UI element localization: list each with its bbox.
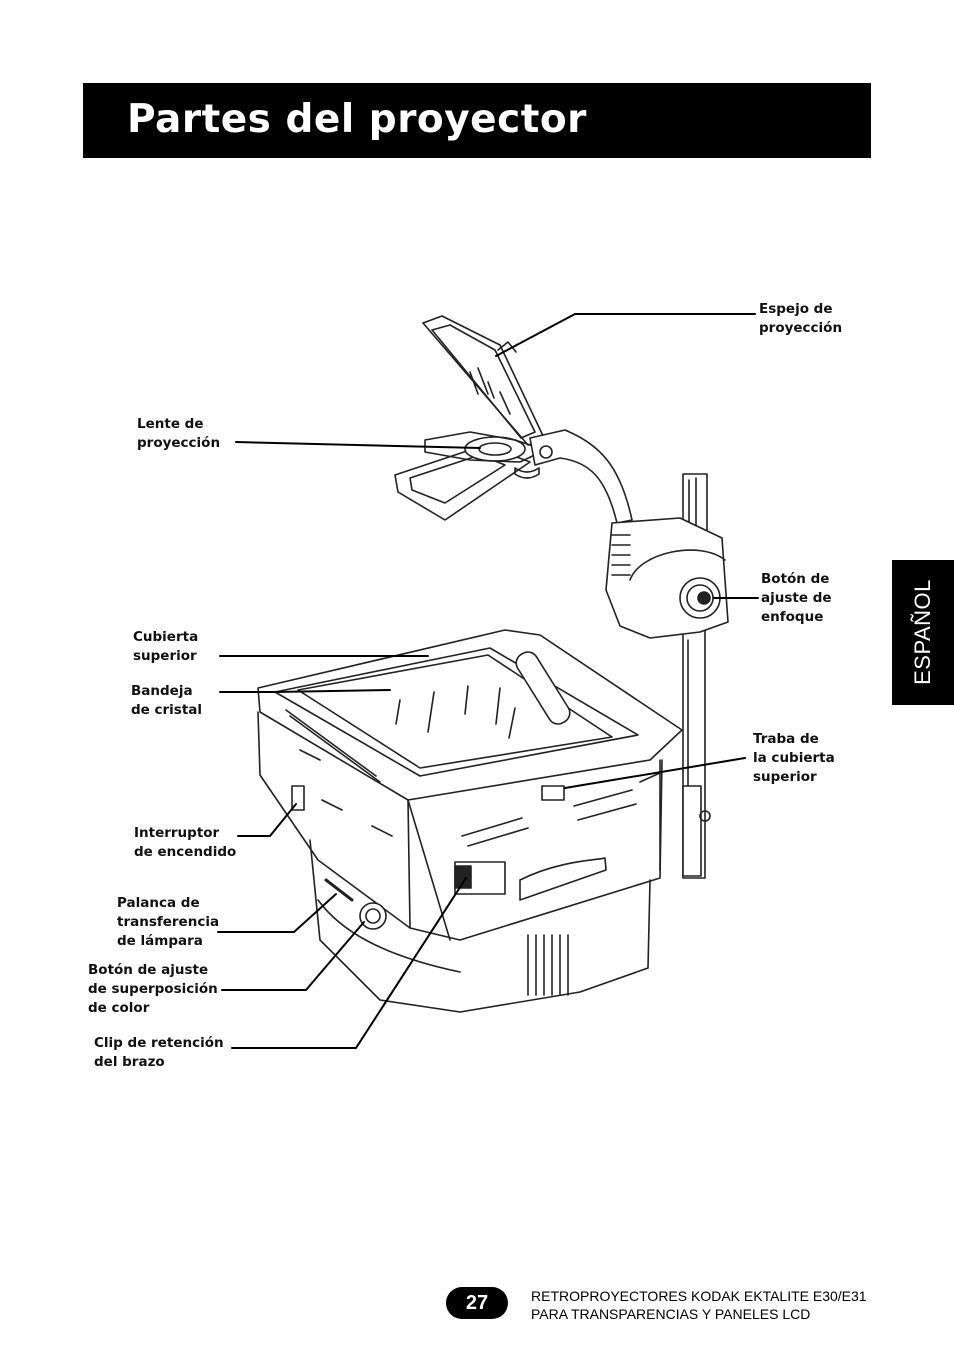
- label-projection-mirror: Espejo de proyección: [759, 301, 843, 336]
- focus-housing: [605, 517, 729, 639]
- language-tab: ESPAÑOL: [892, 560, 954, 705]
- label-focus-knob: Botón de ajuste de enfoque: [761, 571, 832, 625]
- title-bar: Partes del proyector: [83, 83, 871, 158]
- label-lamp-lever: Palanca de transferencia de lámpara: [117, 895, 220, 949]
- label-power-switch: Interruptor de encendido: [134, 825, 237, 860]
- footer-line-1: RETROPROYECTORES KODAK EKTALITE E30/E31: [531, 1288, 867, 1304]
- label-cover-latch: Traba de la cubierta superior: [753, 731, 835, 785]
- page-title: Partes del proyector: [127, 97, 587, 142]
- projector-body: [257, 629, 711, 1013]
- footer-text: RETROPROYECTORES KODAK EKTALITE E30/E31 …: [531, 1287, 867, 1323]
- projection-mirror-head: [394, 315, 633, 524]
- label-color-knob: Botón de ajuste de superposición de colo…: [88, 962, 218, 1016]
- footer-line-2: PARA TRANSPARENCIAS Y PANELES LCD: [531, 1306, 811, 1322]
- leader-lines: [217, 313, 759, 1049]
- label-top-cover: Cubierta superior: [133, 629, 199, 664]
- label-arm-clip: Clip de retención del brazo: [94, 1035, 224, 1070]
- label-projection-lens: Lente de proyección: [137, 416, 221, 451]
- page-number: 27: [446, 1287, 508, 1319]
- label-glass-tray: Bandeja de cristal: [131, 683, 203, 718]
